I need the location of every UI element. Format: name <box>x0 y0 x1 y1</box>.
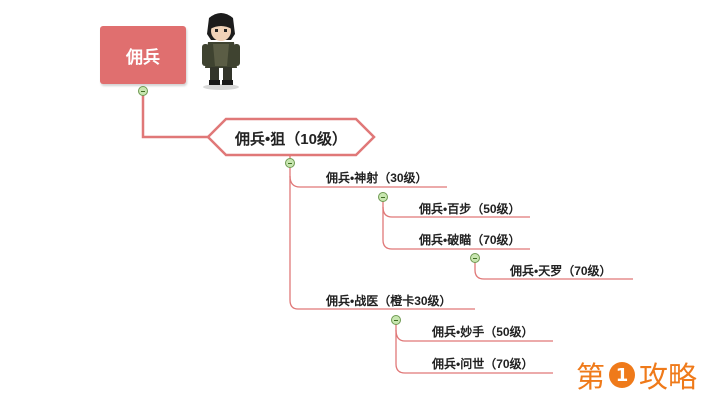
connector-to-shenshe <box>290 176 300 187</box>
root-node[interactable]: 佣兵 <box>100 26 186 84</box>
collapse-toggle-root[interactable] <box>138 86 148 96</box>
node-miaoshou[interactable]: 佣兵•妙手（50级） <box>432 325 534 339</box>
node-tianluo[interactable]: 佣兵•天罗（70级） <box>510 264 612 278</box>
root-node-label: 佣兵 <box>126 43 160 68</box>
watermark-prefix: 第 <box>576 354 605 396</box>
node-shenshe[interactable]: 佣兵•神射（30级） <box>326 171 428 185</box>
node-zhanyi[interactable]: 佣兵•战医（橙卡30级） <box>326 294 452 308</box>
watermark-suffix: 攻略 <box>639 354 697 396</box>
node-pomiao[interactable]: 佣兵•破瞄（70级） <box>419 233 521 247</box>
collapse-toggle-pomiao[interactable] <box>470 253 480 263</box>
watermark-number: 1 <box>609 362 635 388</box>
connector-to-miaoshou <box>396 330 405 341</box>
node-wenshi[interactable]: 佣兵•问世（70级） <box>432 357 534 371</box>
connector-shenshe-children <box>383 197 392 249</box>
main-node[interactable]: 佣兵•狙（10级） <box>210 121 372 155</box>
connector-zhanyi-children <box>396 320 405 373</box>
connector-to-baibu <box>383 207 392 217</box>
collapse-toggle-zhanyi[interactable] <box>391 315 401 325</box>
collapse-toggle-shenshe[interactable] <box>378 192 388 202</box>
collapse-toggle-main[interactable] <box>285 158 295 168</box>
connector-root-main <box>143 90 208 137</box>
connector-main-branches <box>290 155 298 309</box>
main-node-label: 佣兵•狙（10级） <box>235 128 347 149</box>
site-watermark: 第 1 攻略 <box>576 357 697 393</box>
node-baibu[interactable]: 佣兵•百步（50级） <box>419 202 521 216</box>
character-avatar <box>191 10 251 90</box>
